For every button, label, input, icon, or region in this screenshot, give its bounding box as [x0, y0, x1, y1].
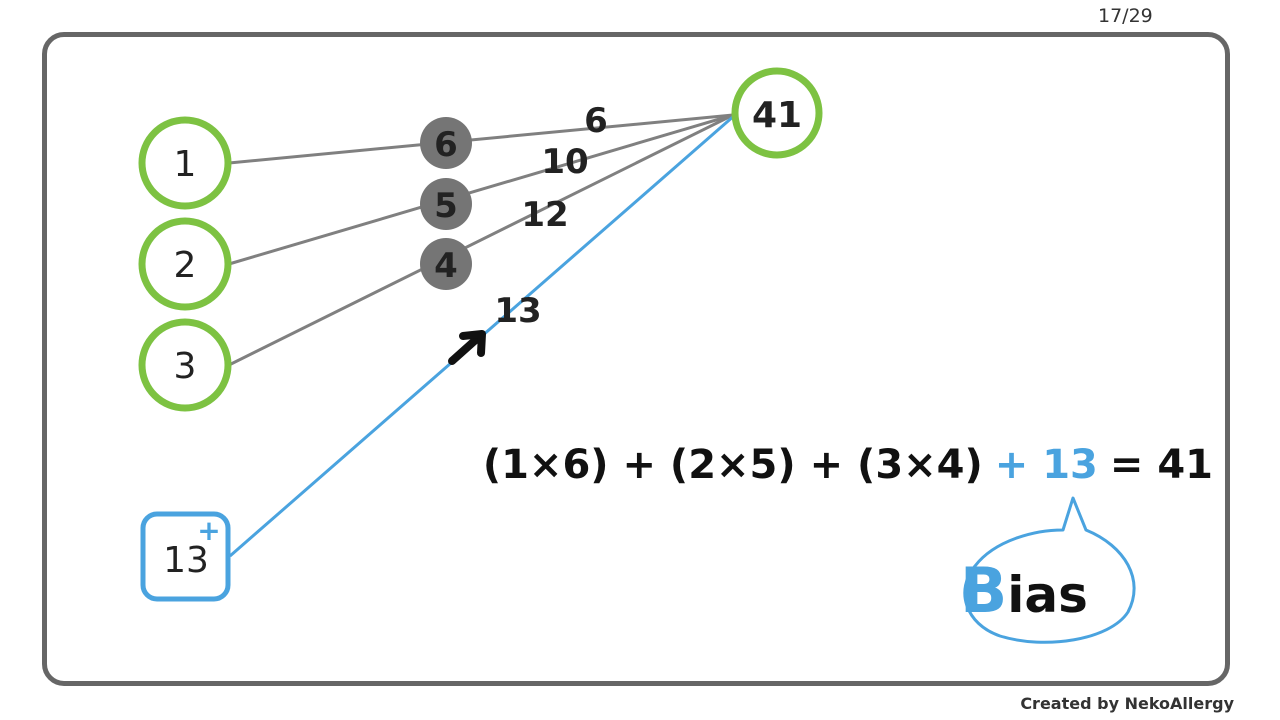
- weight-label: 6: [434, 125, 458, 165]
- arrow-up-right-icon: [448, 330, 486, 365]
- input-node-3: 3: [138, 318, 232, 412]
- bias-callout-rest: ias: [1007, 566, 1088, 624]
- equation-result: = 41: [1110, 442, 1213, 488]
- page-number: 17/29: [1098, 5, 1153, 27]
- input-node-label: 3: [174, 346, 197, 387]
- product-label-2: 10: [541, 142, 588, 182]
- output-node: 41: [731, 67, 823, 159]
- bias-callout-initial: B: [960, 554, 1007, 627]
- weight-node-1: 6: [420, 117, 472, 169]
- output-node-value: 41: [752, 95, 802, 136]
- connection-line-input-3: [228, 113, 734, 367]
- input-node-label: 1: [174, 144, 197, 185]
- weight-node-3: 4: [420, 238, 472, 290]
- plus-icon: +: [197, 514, 220, 547]
- weight-label: 5: [434, 186, 458, 226]
- credit-text: Created by NekoAllergy: [1020, 694, 1234, 713]
- weight-node-2: 5: [420, 178, 472, 230]
- bias-line-label: 13: [494, 291, 541, 331]
- bias-node: 13 +: [140, 511, 231, 602]
- input-node-2: 2: [138, 217, 232, 311]
- product-label-3: 12: [521, 195, 568, 235]
- equation-bias-term: + 13: [995, 442, 1098, 488]
- bias-callout-label: Bias: [960, 554, 1088, 627]
- bias-node-value: 13: [163, 540, 209, 581]
- connection-line-input-1: [228, 113, 734, 165]
- slide-frame: [42, 32, 1230, 686]
- input-node-label: 2: [174, 245, 197, 286]
- product-label-1: 6: [584, 101, 608, 141]
- equation: (1×6) + (2×5) + (3×4) + 13 = 41: [483, 442, 1213, 488]
- connection-line-input-2: [228, 113, 734, 266]
- equation-terms: (1×6) + (2×5) + (3×4): [483, 442, 983, 488]
- speech-bubble: [963, 496, 1136, 644]
- weight-label: 4: [434, 246, 458, 286]
- input-node-1: 1: [138, 116, 232, 210]
